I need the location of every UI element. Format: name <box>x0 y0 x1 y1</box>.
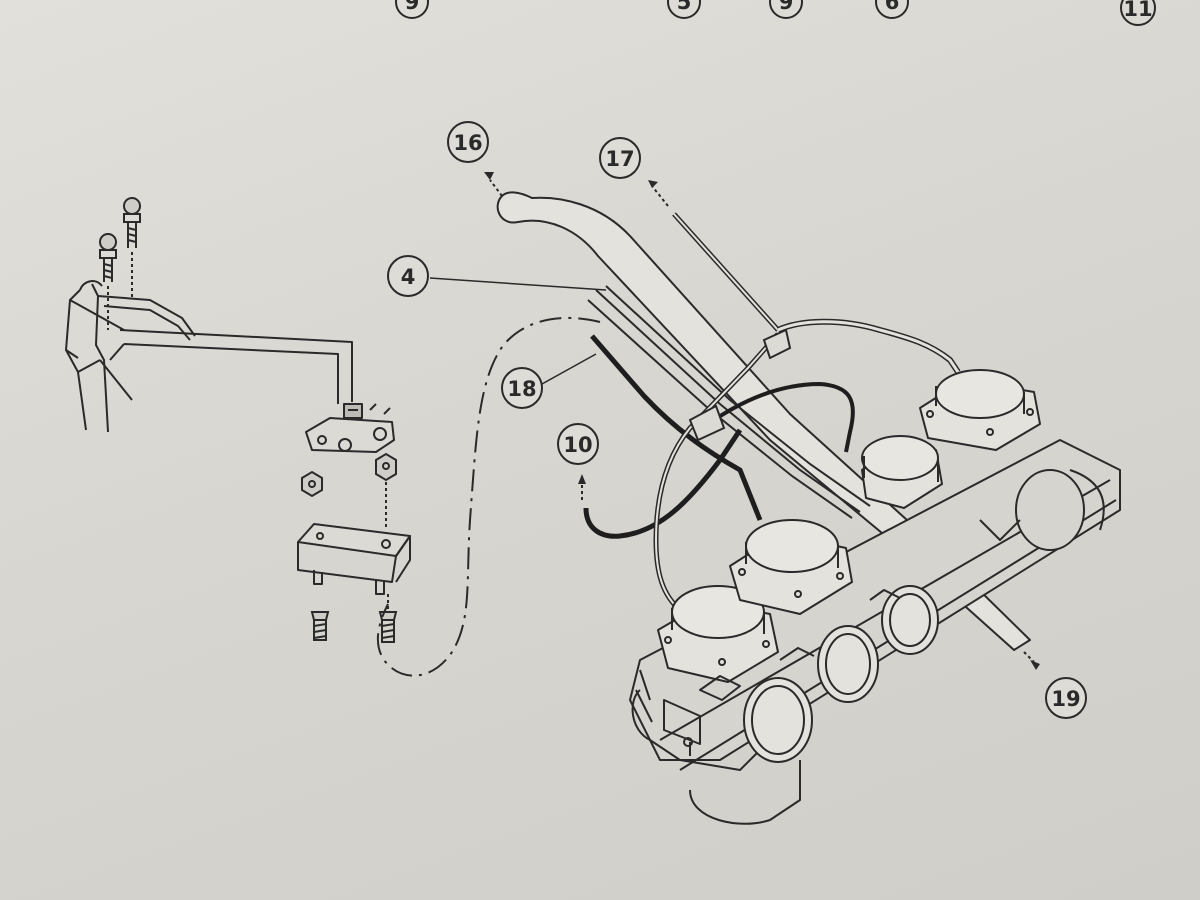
callout-4: 4 <box>387 255 429 297</box>
callout-top-11-label: 11 <box>1123 0 1152 21</box>
callout-19-label: 19 <box>1051 687 1080 711</box>
callout-10-label: 10 <box>563 433 592 457</box>
callout-10: 10 <box>557 423 599 465</box>
frame-bracket <box>65 280 353 433</box>
carburetor-assembly <box>629 369 1121 825</box>
callout-leaders <box>429 277 607 385</box>
leader-18 <box>541 353 597 385</box>
callout-18-label: 18 <box>507 377 536 401</box>
callout-16-label: 16 <box>453 131 482 155</box>
callout-top-9-left: 9 <box>395 0 429 19</box>
callout-top-6: 6 <box>875 0 909 19</box>
bracket-bolt-left <box>99 233 117 330</box>
callout-top-5-label: 5 <box>677 0 692 14</box>
bracket-screw-right <box>378 594 398 643</box>
hose-16-arrow <box>489 179 503 197</box>
callout-top-11: 11 <box>1120 0 1156 26</box>
callout-top-9-right: 9 <box>769 0 803 19</box>
bracket-bolt-right <box>123 197 141 300</box>
holder-nut-left <box>301 470 323 498</box>
callout-top-9-left-label: 9 <box>405 0 420 14</box>
cable-17-arrow <box>651 185 669 207</box>
cable-10 <box>583 428 743 539</box>
callout-top-5: 5 <box>667 0 701 19</box>
callout-17: 17 <box>599 137 641 179</box>
mounting-bracket-block <box>297 523 411 595</box>
cable-holder-plate <box>305 403 395 453</box>
holder-nut-right <box>375 452 397 528</box>
cable-clamp-upper <box>762 328 792 360</box>
callout-19: 19 <box>1045 677 1087 719</box>
leader-4 <box>429 277 607 291</box>
callout-18: 18 <box>501 367 543 409</box>
bracket-screw-left <box>310 611 330 641</box>
callout-16: 16 <box>447 121 489 163</box>
top-callout-row: 9 5 9 6 11 <box>395 0 1156 26</box>
callout-top-9-right-label: 9 <box>779 0 794 14</box>
callout-17-label: 17 <box>605 147 634 171</box>
throttle-cables-4 <box>587 285 871 519</box>
cable-route-dashed-loop <box>376 316 601 677</box>
hose-19-arrow <box>1023 651 1035 663</box>
callout-4-label: 4 <box>401 265 416 289</box>
callout-top-6-label: 6 <box>885 0 900 14</box>
cable-clamp-lower <box>688 404 726 442</box>
cable-18 <box>590 334 763 521</box>
